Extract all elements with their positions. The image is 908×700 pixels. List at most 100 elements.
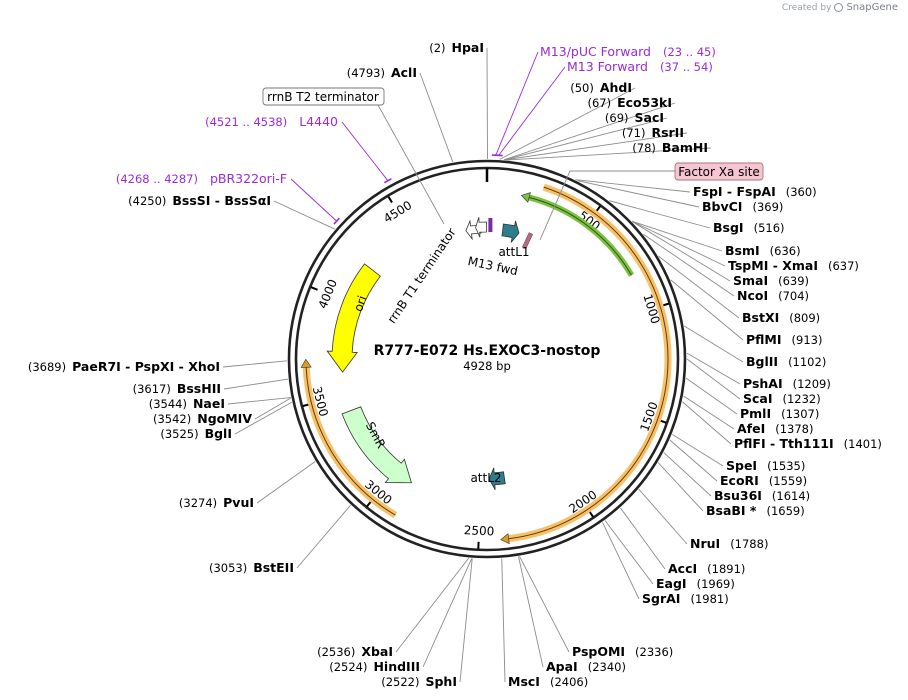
orf-track-left-line [305,367,396,516]
feature-attl2 [488,467,506,490]
site-name: PmlI [740,406,771,421]
site-name: SpeI [726,458,757,473]
site-bamhi: BamHI(78) [632,140,708,155]
site-nrui: NruI(1788) [690,536,768,551]
backbone-outer-ring [287,159,687,559]
site-acci: AccI(1891) [668,561,745,576]
site-name: HindIII [373,659,420,674]
site-name: ApaI [546,659,578,674]
purple-marker [488,218,493,233]
site-fspi-fspai: FspI - FspAI(360) [693,184,817,199]
primer-leader [290,178,337,222]
rrnb-t2-label-box: rrnB T2 terminator [262,87,385,106]
site-leader [686,352,741,385]
site-eagi: EagI (1969) [656,576,735,591]
site-leader [663,452,712,497]
site-leader [657,462,704,512]
site-position: (3274) [179,496,217,510]
site-position: (1209) [793,377,831,391]
site-leader [631,221,726,267]
site-leader [577,180,700,208]
tick-mark [387,196,393,204]
site-name: Eco53kI [617,95,672,110]
site-position: (4793) [347,66,385,80]
site-position: (2) [429,41,445,55]
factor-xa-text: Factor Xa site [678,165,760,179]
site-name: EagI [656,576,687,591]
factor-xa-box [674,162,764,181]
site-ngomiv: NgoMIV(3542) [153,411,252,426]
snapgene-credit: Created by SnapGene [782,2,898,13]
site-position: (637) [828,259,859,273]
orf-track-line [508,186,669,540]
site-position: (1102) [788,355,826,369]
site-name: AclI [391,65,417,80]
site-leader [669,439,718,482]
site-pflfi-tth111i: PflFI - Tth111I(1401) [734,436,882,451]
site-leader [419,72,454,163]
site-position: (2536) [317,645,355,659]
site-position: (1232) [783,392,821,406]
site-bsshii: BssHII(3617) [133,381,221,396]
site-ncoi: NcoI(704) [737,288,809,303]
site-bsabi: BsaBI *(1659) [706,503,805,518]
site-position: (2524) [329,660,367,674]
site-leader [254,397,292,420]
site-ahdi: AhdI(50) [570,80,632,95]
site-name: XbaI [361,644,393,659]
site-position: (1969) [697,577,735,591]
site-leader [575,179,691,193]
site-name: BsgI [713,220,744,235]
site-name: SmaI [733,273,768,288]
site-leader [638,488,688,545]
primer-position: (4521 .. 4538) [205,115,287,129]
site-leader [631,220,723,252]
site-leader [486,47,488,160]
credit-prefix: Created by [781,2,832,13]
site-position: (360) [786,185,817,199]
site-name: MscI [508,674,540,689]
site-hpai: HpaI(2) [429,40,484,55]
site-position: (71) [622,126,646,140]
orf-arrow-head [500,533,510,545]
site-position: (3689) [28,360,66,374]
site-name: BssHII [177,381,221,396]
site-smai: SmaI(639) [733,273,809,288]
site-leader [620,507,666,570]
site-name: SacI [635,110,665,125]
site-position: (50) [570,81,594,95]
site-leader [296,504,351,569]
site-position: (1614) [772,489,810,503]
site-position: (67) [587,96,611,110]
site-leader [643,233,735,297]
site-bsteii: BstEII(3053) [209,560,294,575]
site-leader [256,461,316,504]
site-position: (1659) [766,504,804,518]
features-layer [300,183,672,545]
site-leader [632,221,731,282]
site-bsmi: BsmI(636) [725,243,801,258]
site-position: (3525) [160,427,198,441]
site-paer7i-pspxi-xhoi: PaeR7I - PspXI - XhoI(3689) [28,359,220,374]
site-eco53ki: Eco53kI (67) [587,95,672,110]
site-position: (1788) [730,537,768,551]
rrnb-t2-leader [377,104,445,225]
tick-label: 4000 [316,277,341,311]
site-position: (704) [778,289,809,303]
site-name: PflMI [746,332,782,347]
site-leader [682,401,732,445]
site-leader [499,87,636,160]
site-acli: AclI (4793) [347,65,417,80]
site-name: BsmI [725,243,760,258]
primer-name: M13 Forward [567,59,648,74]
site-position: (1378) [775,422,813,436]
site-leader [683,395,735,430]
site-leader [227,397,291,405]
site-name: SphI [425,674,457,689]
site-name: PvuI [223,495,254,510]
credit-brand: SnapGene [846,2,898,13]
site-apai: ApaI(2340) [546,659,626,674]
site-leader [519,556,570,653]
feature-m13-fwd-arrow [475,217,487,238]
site-name: SgrAI [642,591,680,606]
